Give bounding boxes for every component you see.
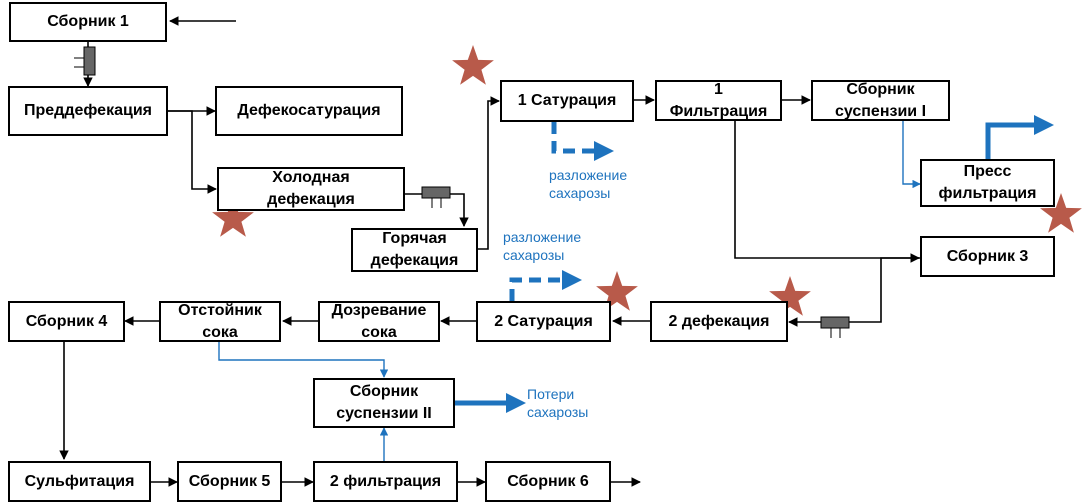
arrow-preddef-holodnaya (168, 110, 217, 194)
arrow-press-out (985, 115, 1054, 159)
arrow-sbornik3-def2 (788, 257, 920, 327)
star-marker-icon (596, 271, 638, 311)
box-sbornik6: Сборник 6 (485, 461, 611, 502)
box-otstoinik-soka: Отстойник сока (159, 301, 281, 342)
arrow-susp1-press (902, 121, 921, 189)
pump-icon (820, 316, 850, 338)
box-filtraciya1: 1 Фильтрация (655, 80, 782, 121)
box-filtraciya2: 2 фильтрация (313, 461, 458, 502)
box-defekaciya2: 2 дефекация (650, 301, 788, 342)
box-sbornik3: Сборник 3 (920, 236, 1055, 277)
star-marker-icon (1040, 193, 1082, 233)
box-sbornik4: Сборник 4 (8, 301, 125, 342)
star-marker-icon (452, 45, 494, 85)
pump-icon (74, 46, 96, 76)
note-razlozhenie-saharozy-1: разложение сахарозы (549, 167, 628, 201)
box-sulfitaciya: Сульфитация (8, 461, 151, 502)
star-marker-icon (769, 276, 811, 316)
arrow-goryachaya-sat1 (478, 96, 500, 250)
box-goryachaya-defekaciya: Горячая дефекация (351, 228, 478, 272)
arrow-sat1-razlozhenie (551, 122, 614, 161)
box-preddefekaciya: Преддефекация (8, 86, 168, 136)
note-razlozhenie-saharozy-2: разложение сахарозы (503, 229, 582, 263)
star-marker-icon (212, 197, 254, 237)
arrow-otstoinik-susp2 (218, 342, 389, 378)
box-saturaciya1: 1 Сатурация (500, 80, 634, 122)
box-saturaciya2: 2 Сатурация (476, 301, 611, 342)
arrow-holodnaya-goryachaya (405, 193, 469, 227)
box-sbornik-suspenzii2: Сборник суспензии II (313, 378, 455, 428)
box-defekosaturaciya: Дефекосатурация (215, 86, 403, 136)
pump-icon (421, 186, 451, 208)
box-press-filtraciya: Пресс фильтрация (920, 159, 1055, 207)
note-poteri-saharozy: Потери сахарозы (527, 386, 589, 420)
box-sbornik1: Сборник 1 (9, 2, 167, 42)
box-holodnaya-defekaciya: Холодная дефекация (217, 167, 405, 211)
arrow-filt1-sbornik3 (734, 121, 920, 263)
box-dozrevanie-soka: Дозревание сока (318, 301, 440, 342)
box-sbornik5: Сборник 5 (177, 461, 282, 502)
arrow-sat2-razlozhenie (509, 270, 582, 301)
box-sbornik-suspenzii1: Сборник суспензии I (811, 80, 950, 121)
